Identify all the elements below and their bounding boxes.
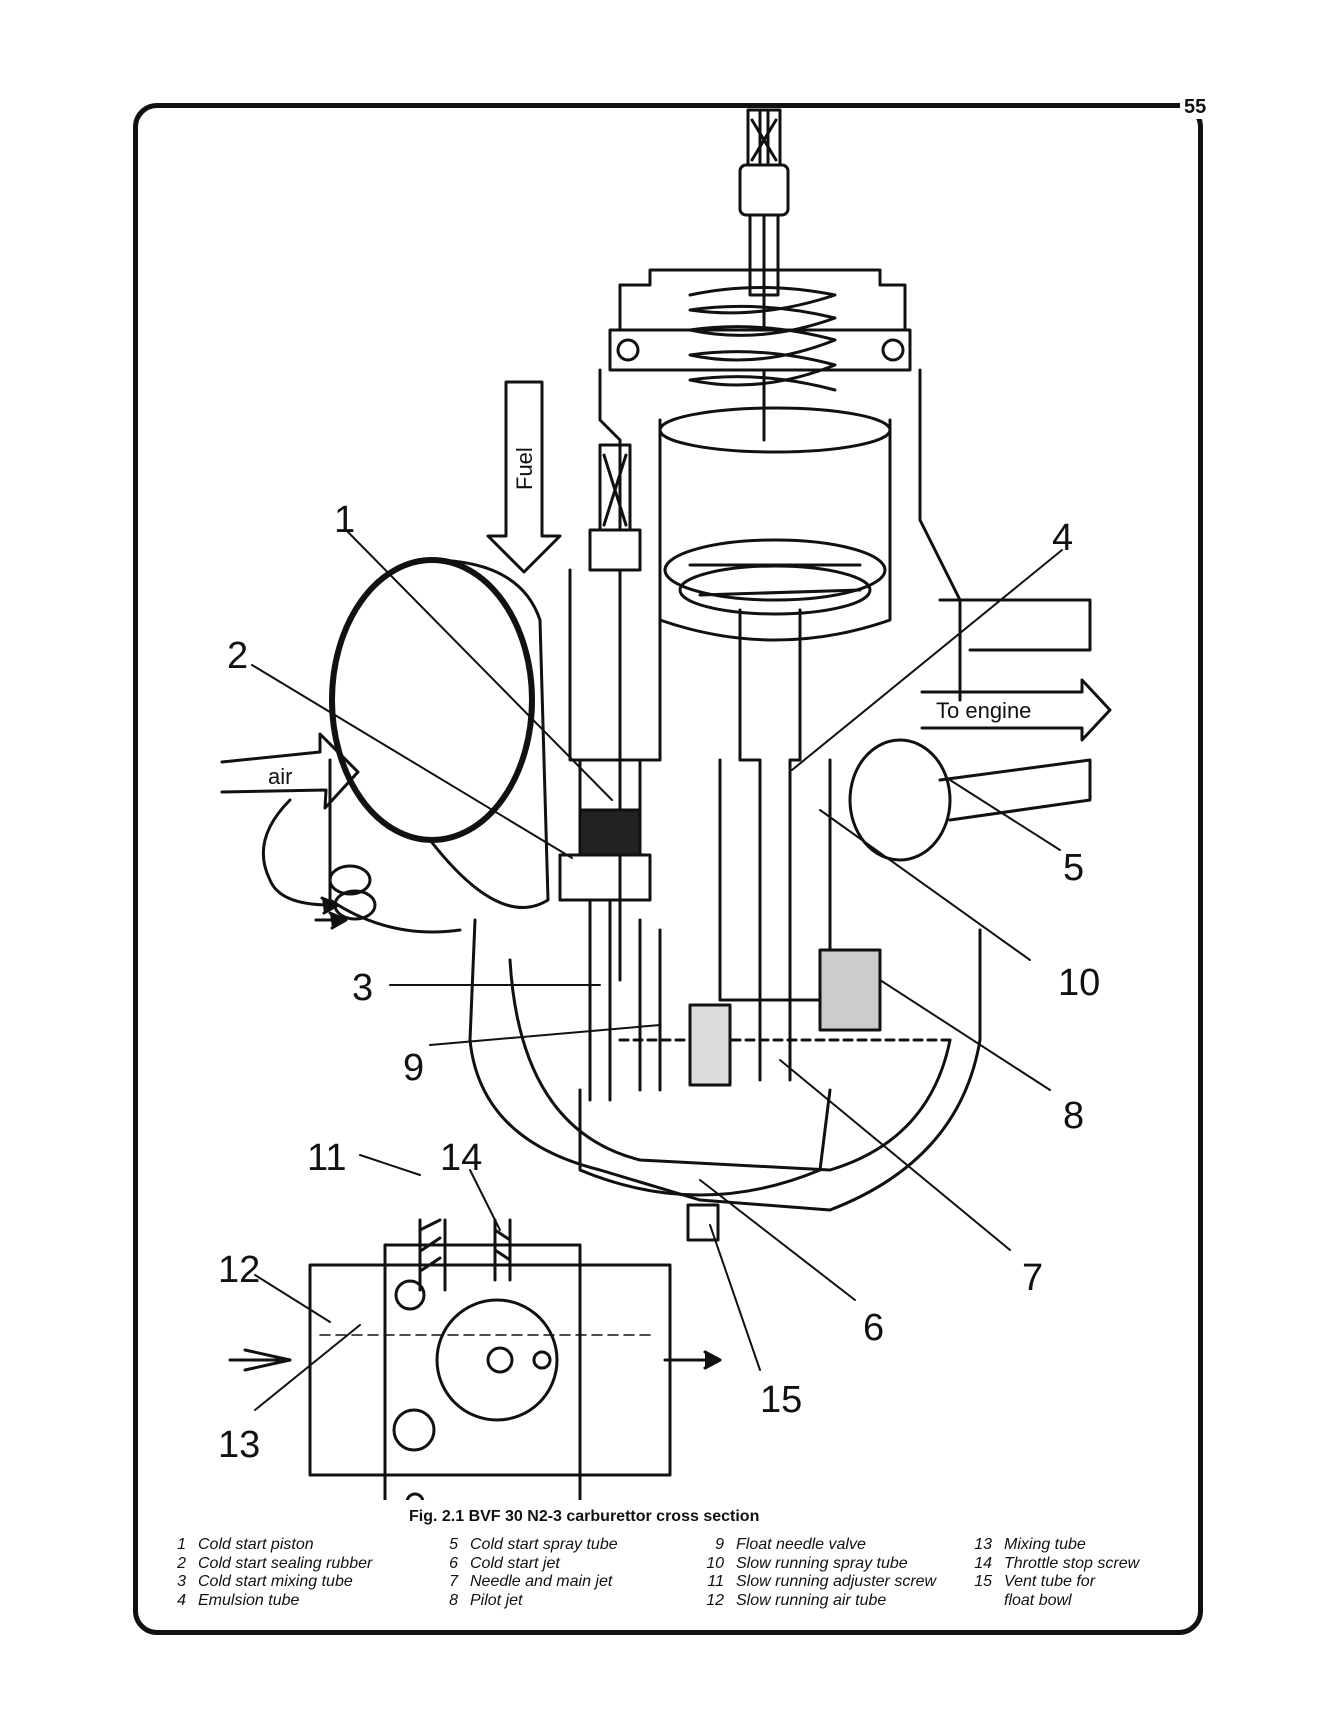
carburettor-diagram: Fuel air To engine 1 2 3 4 5 6 7 8 9 10 …	[218, 108, 1112, 1500]
fuel-arrow	[486, 380, 562, 574]
top-cap	[608, 268, 912, 392]
float-bowl	[468, 918, 982, 1242]
to-engine-label: To engine	[936, 698, 1031, 723]
cold-start-assembly	[558, 443, 662, 1102]
throttle-cable	[738, 108, 790, 442]
callout-10: 10	[1058, 962, 1100, 1004]
leader-lines	[251, 529, 1063, 1411]
fuel-label: Fuel	[512, 447, 537, 490]
callout-6: 6	[863, 1307, 884, 1349]
callout-4: 4	[1052, 517, 1073, 559]
carburettor-body	[598, 368, 962, 1082]
inset-top-view	[228, 1218, 722, 1500]
figure-caption: Fig. 2.1 BVF 30 N2-3 carburettor cross s…	[409, 1508, 760, 1525]
air-intake	[328, 557, 550, 934]
callout-2: 2	[227, 635, 248, 677]
page-number: 55	[1180, 96, 1211, 119]
callout-11: 11	[307, 1137, 346, 1179]
callout-7: 7	[1022, 1257, 1043, 1299]
page-frame	[133, 103, 1203, 1635]
callout-9: 9	[403, 1047, 424, 1089]
air-label: air	[268, 764, 292, 789]
to-engine-arrow	[920, 678, 1112, 742]
callout-14: 14	[440, 1137, 482, 1179]
air-arrow	[220, 732, 360, 930]
callout-8: 8	[1063, 1095, 1084, 1137]
outlet-pipe	[848, 598, 1092, 862]
callout-13: 13	[218, 1424, 260, 1466]
callout-12: 12	[218, 1249, 260, 1291]
legend-item: float bowl	[1004, 1591, 1072, 1609]
callout-1: 1	[334, 499, 355, 541]
callout-5: 5	[1063, 847, 1084, 889]
callout-15: 15	[760, 1379, 802, 1421]
callout-3: 3	[352, 967, 373, 1009]
